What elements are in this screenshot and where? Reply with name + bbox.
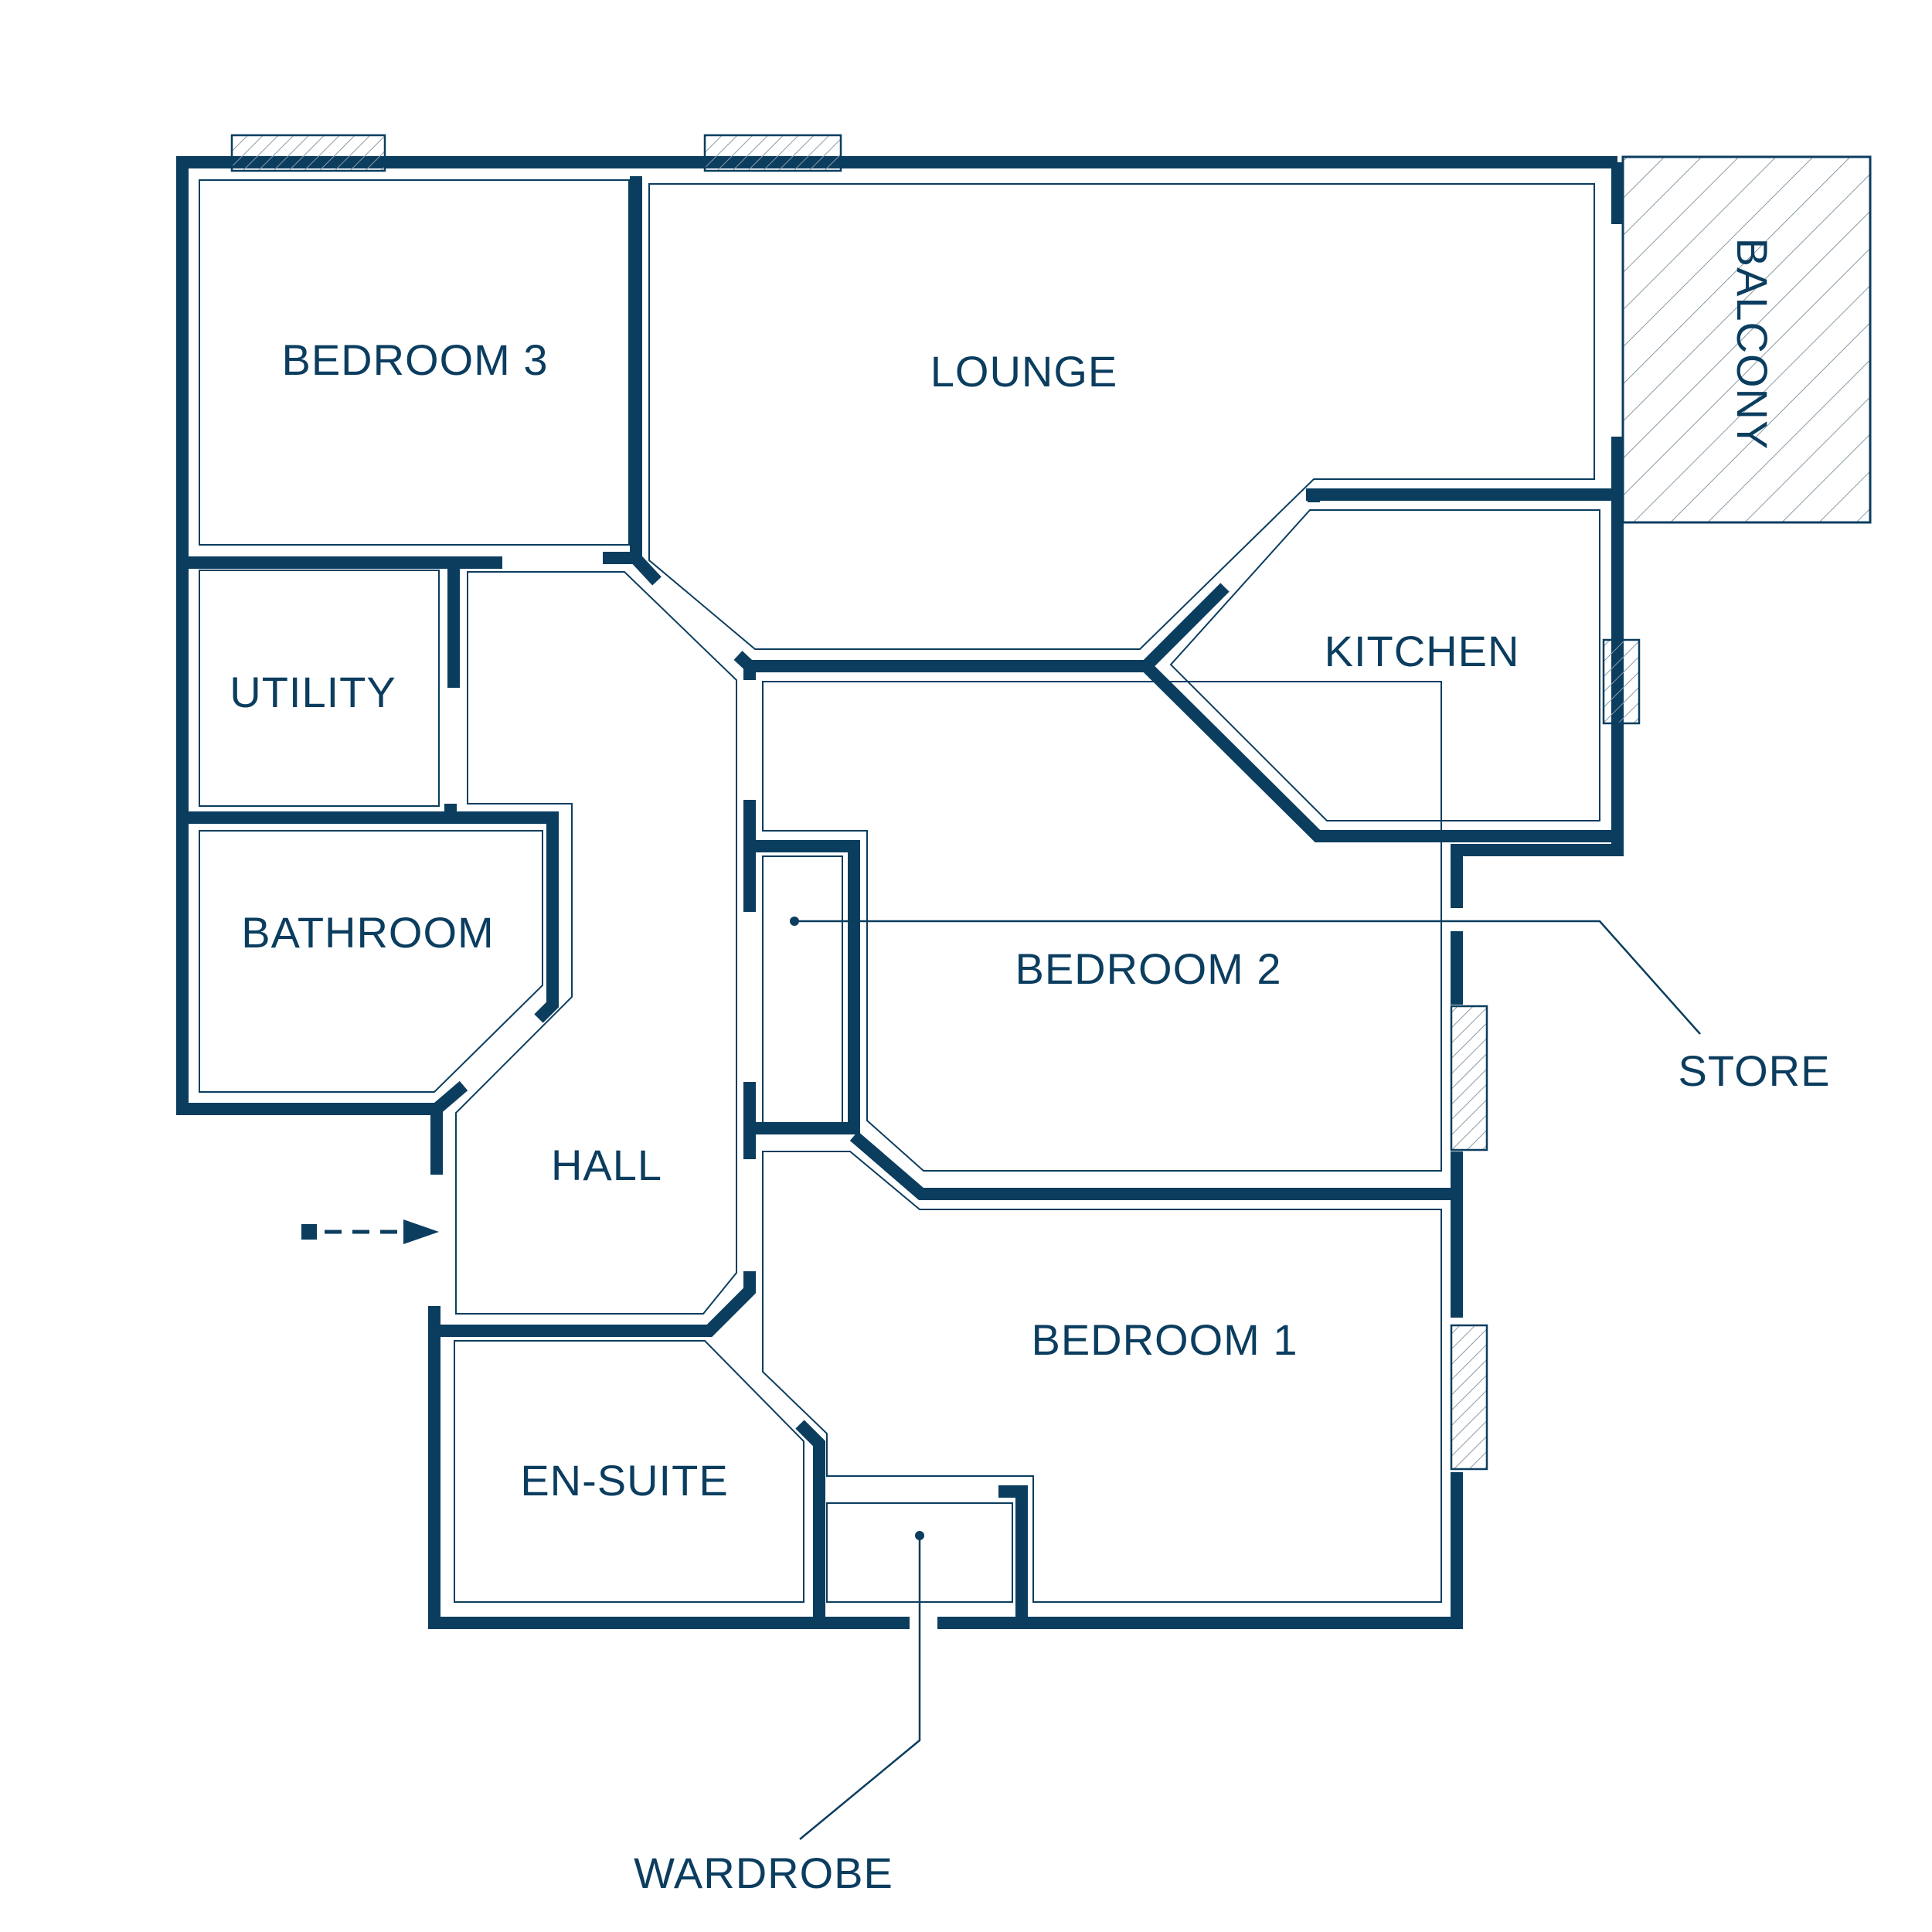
dashed-arrow-right-icon — [301, 1219, 439, 1244]
balcony-area — [1621, 155, 1872, 524]
room-label-store: STORE — [1679, 1046, 1831, 1095]
room-label-bedroom3: BEDROOM 3 — [281, 335, 548, 384]
wardrobe-marker-dot — [915, 1531, 924, 1540]
room-label-bathroom: BATHROOM — [241, 908, 494, 957]
room-label-kitchen: KITCHEN — [1325, 627, 1520, 675]
windows — [230, 134, 1641, 1471]
room-label-balcony: BALCONY — [1728, 238, 1777, 451]
store-marker-dot — [790, 917, 799, 926]
room-outlines — [199, 179, 1600, 1603]
room-label-utility: UTILITY — [230, 668, 396, 716]
room-label-hall: HALL — [551, 1141, 662, 1189]
store-leader-line — [794, 920, 1701, 1035]
walls — [176, 156, 1624, 1629]
room-label-wardrobe: WARDROBE — [634, 1849, 893, 1897]
room-label-lounge: LOUNGE — [930, 347, 1118, 396]
room-label-bedroom1: BEDROOM 1 — [1031, 1315, 1298, 1364]
room-label-ensuite: EN-SUITE — [520, 1456, 728, 1505]
room-label-bedroom2: BEDROOM 2 — [1015, 944, 1281, 993]
wardrobe-leader-line — [799, 1536, 921, 1840]
